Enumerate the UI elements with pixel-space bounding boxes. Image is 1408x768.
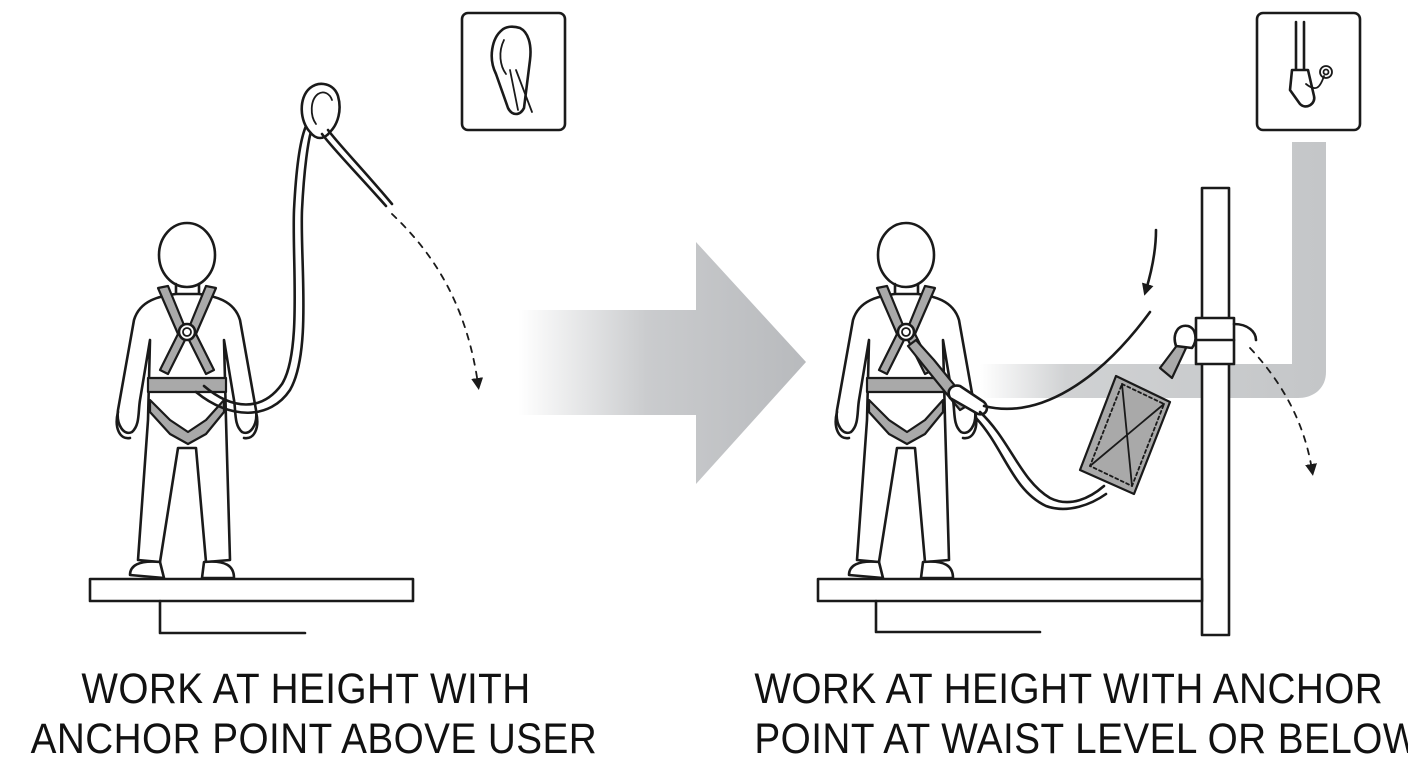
right-scene — [816, 11, 1362, 637]
left-lanyard — [194, 124, 314, 414]
left-caption-line-1: WORK AT HEIGHT WITH — [81, 665, 531, 713]
left-worker-figure — [115, 221, 259, 580]
right-gray-path — [980, 142, 1326, 398]
hook-anchor-icon — [1288, 20, 1333, 108]
right-fall-arrow — [1141, 228, 1158, 296]
right-fall-path — [1249, 347, 1317, 476]
right-caption-line-2: POINT AT WAIST LEVEL OR BELOW — [754, 715, 1408, 763]
right-worker-figure — [834, 221, 978, 580]
carabiner-icon — [490, 25, 533, 116]
left-carabiner — [300, 82, 394, 208]
left-caption: WORK AT HEIGHT WITH ANCHOR POINT ABOVE U… — [30, 664, 598, 764]
right-lanyard — [906, 310, 1152, 511]
transition-arrow — [518, 242, 806, 484]
left-platform — [88, 577, 415, 635]
right-structure — [816, 186, 1258, 637]
left-fall-path — [391, 213, 484, 390]
right-caption: WORK AT HEIGHT WITH ANCHOR POINT AT WAIS… — [754, 664, 1408, 764]
right-energy-absorber — [1078, 324, 1197, 496]
left-caption-line-2: ANCHOR POINT ABOVE USER — [30, 715, 598, 763]
right-inset-box — [1255, 11, 1362, 132]
left-scene — [88, 11, 567, 635]
left-inset-box — [460, 11, 567, 132]
right-caption-line-1: WORK AT HEIGHT WITH ANCHOR — [754, 665, 1384, 713]
